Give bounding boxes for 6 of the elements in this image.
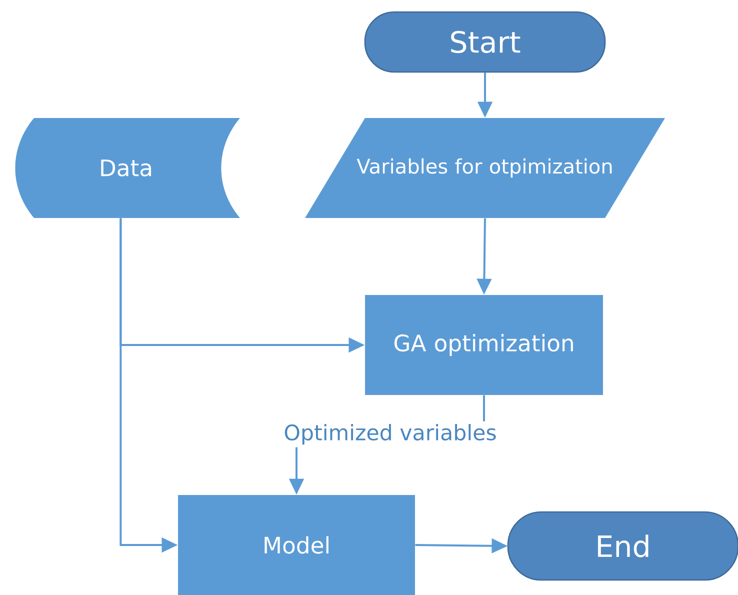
start-terminal: Start [364,11,606,73]
edge-label: Optimized variables [281,421,500,448]
process-box: GA optimization [365,294,603,395]
process-box: Model [178,494,415,595]
input-parallelogram: Variables for otpimization [305,118,665,218]
end-terminal: End [507,511,738,581]
